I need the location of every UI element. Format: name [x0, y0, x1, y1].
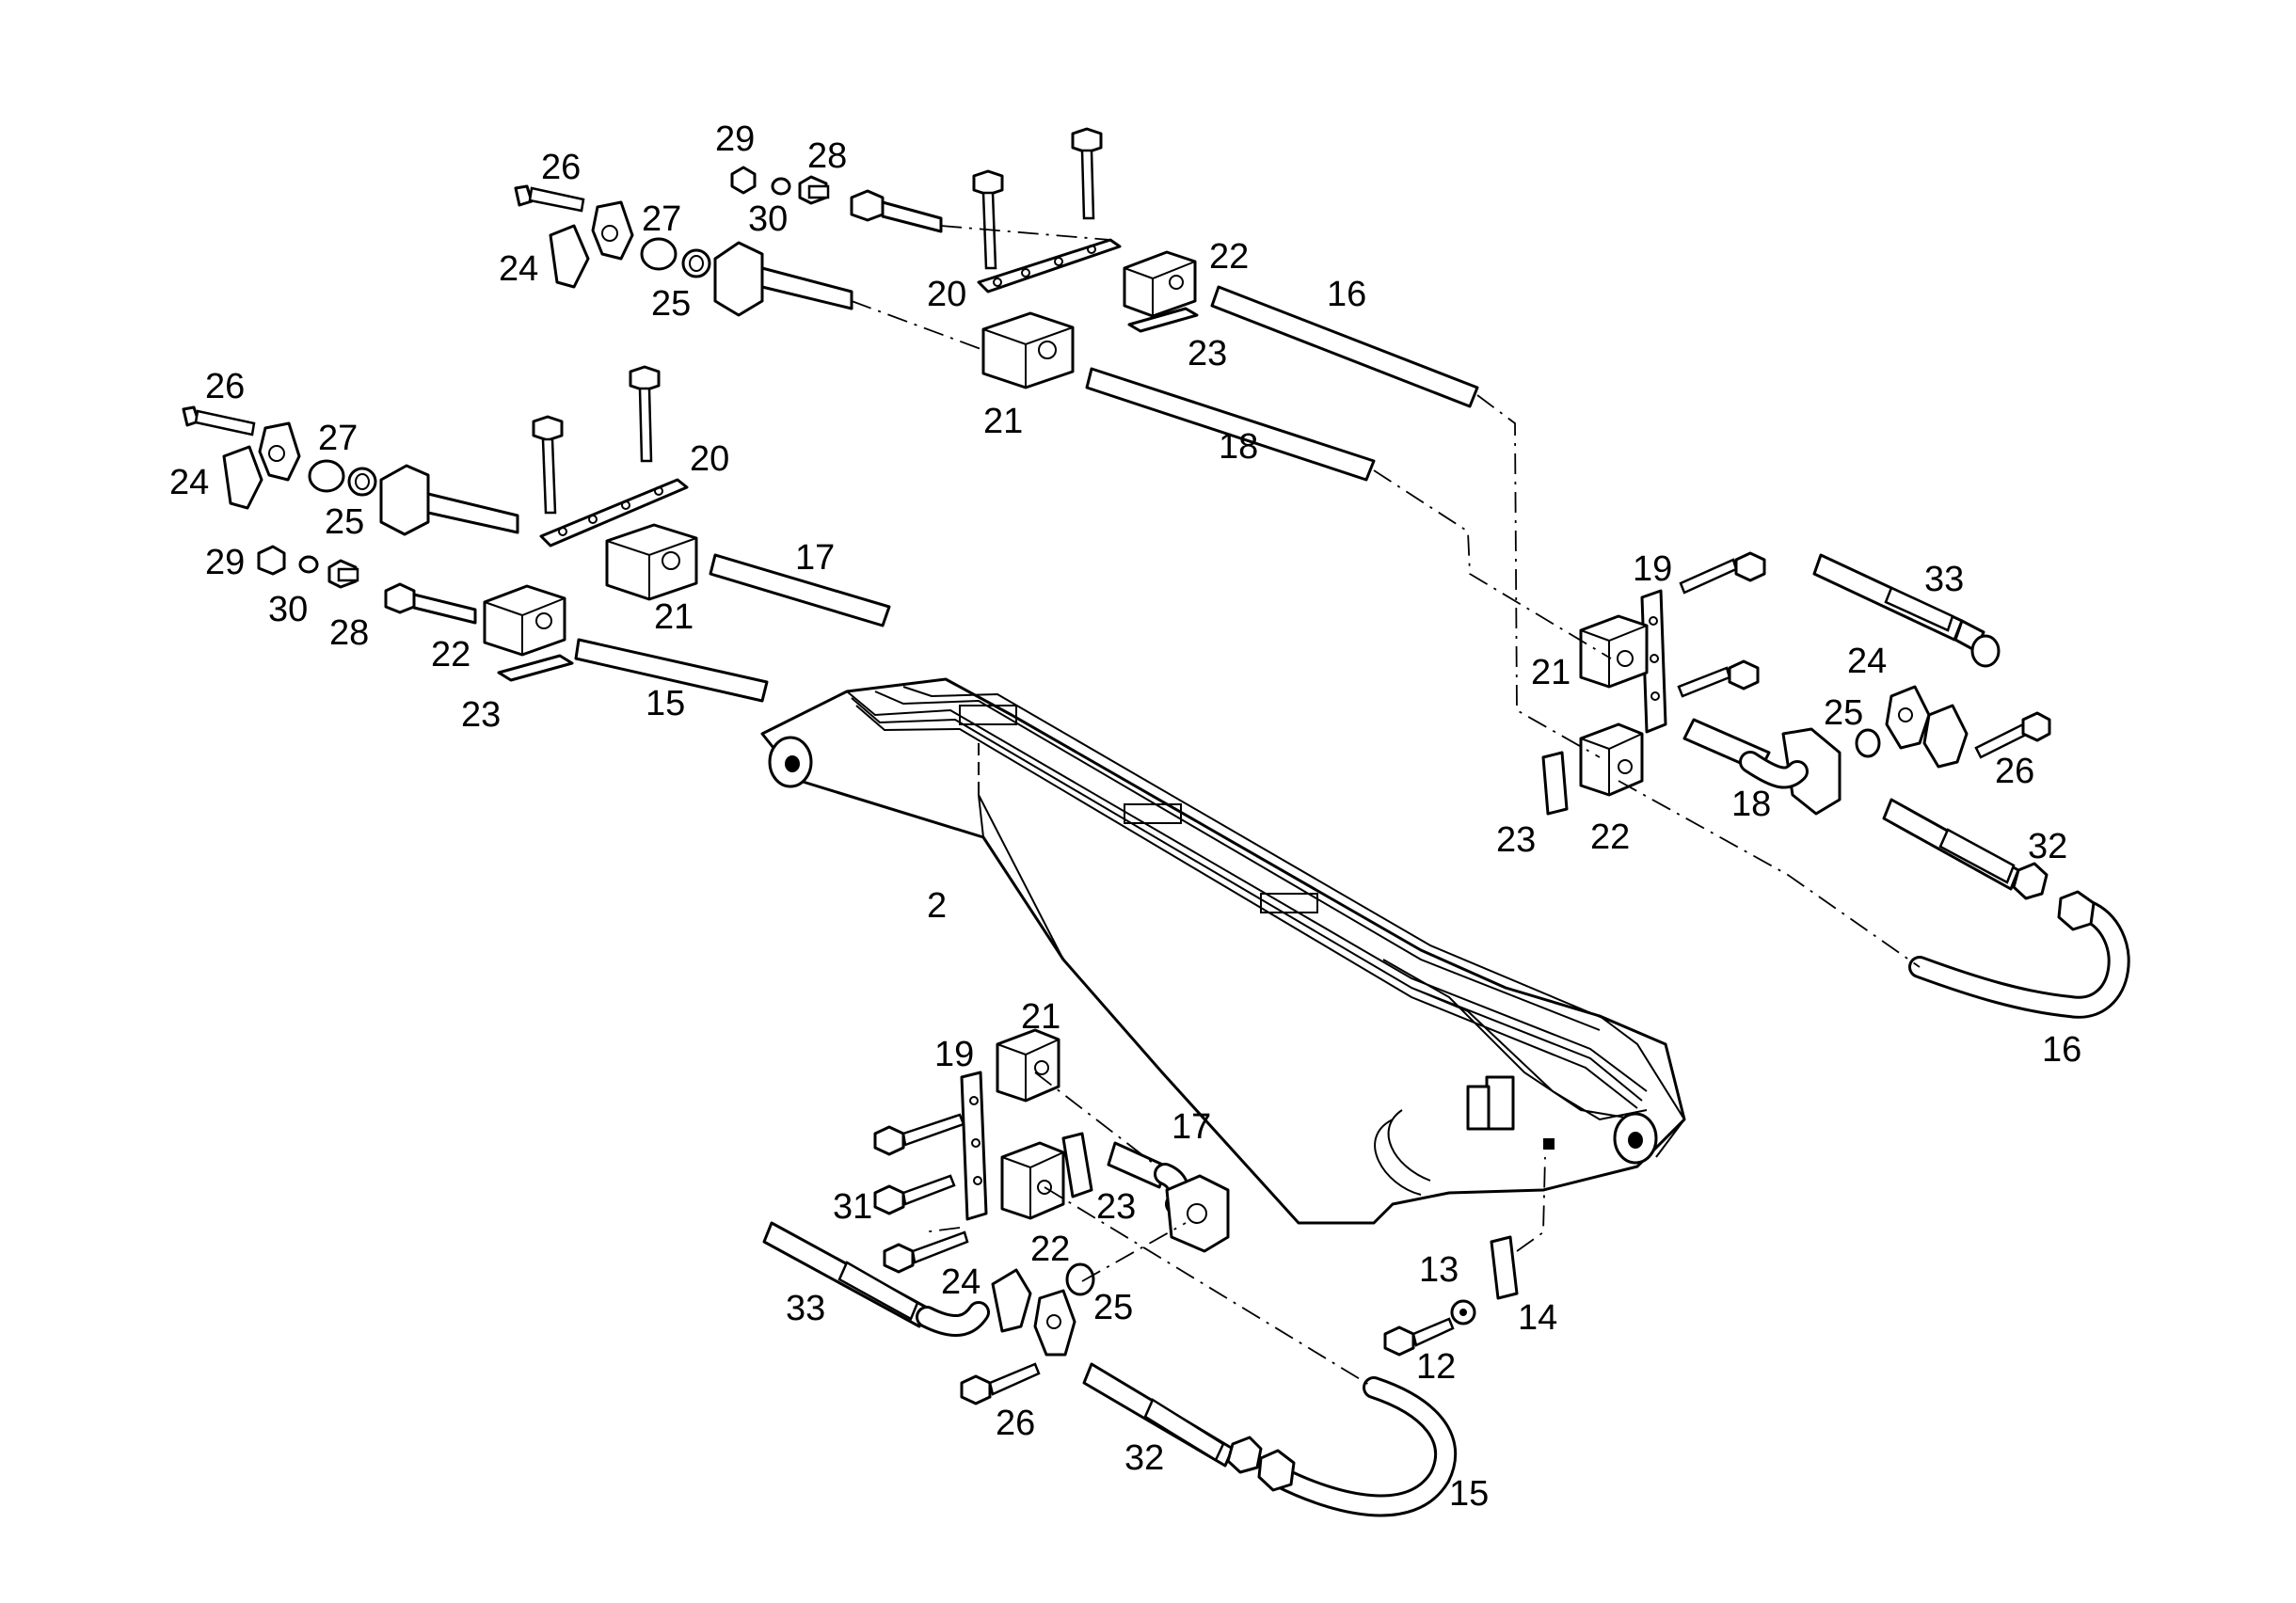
callout-21: 21 — [1021, 997, 1060, 1037]
upper-clamp-set — [514, 127, 1199, 389]
callout-13: 13 — [1419, 1250, 1459, 1290]
callout-16: 16 — [2042, 1030, 2081, 1070]
callout-29: 29 — [205, 543, 245, 582]
callout-31: 31 — [833, 1187, 872, 1227]
callout-27: 27 — [642, 199, 681, 239]
callout-17: 17 — [1172, 1107, 1211, 1147]
callout-15: 15 — [646, 684, 685, 723]
lower-clamp-set — [873, 1028, 1230, 1405]
callout-21: 21 — [654, 597, 694, 637]
leader-lines — [851, 225, 1921, 1389]
callout-2: 2 — [927, 886, 947, 926]
callout-20: 20 — [927, 275, 966, 314]
callout-24: 24 — [1847, 642, 1887, 681]
callout-27: 27 — [318, 419, 358, 458]
callout-12: 12 — [1416, 1347, 1456, 1387]
callout-30: 30 — [748, 199, 788, 239]
callout-15: 15 — [1449, 1474, 1489, 1514]
callout-18: 18 — [1219, 427, 1258, 467]
callout-29: 29 — [715, 119, 755, 159]
callout-28: 28 — [329, 613, 369, 653]
boom-arm — [760, 677, 1686, 1225]
callout-19: 19 — [934, 1035, 974, 1074]
callout-22: 22 — [431, 635, 470, 675]
callout-21: 21 — [1531, 653, 1571, 692]
callout-17: 17 — [795, 538, 835, 578]
callout-24: 24 — [169, 463, 209, 502]
callout-25: 25 — [1824, 693, 1863, 733]
middle-clamp-set — [182, 365, 698, 682]
callout-23: 23 — [1496, 820, 1536, 860]
callout-14: 14 — [1518, 1298, 1557, 1338]
callout-22: 22 — [1590, 817, 1630, 857]
callout-23: 23 — [1096, 1187, 1136, 1227]
bracket-hardware — [1383, 1235, 1519, 1357]
callout-26: 26 — [1995, 752, 2034, 791]
right-clamp-set — [1541, 551, 2051, 816]
callout-26: 26 — [205, 367, 245, 406]
callout-32: 32 — [2028, 827, 2067, 866]
callout-22: 22 — [1030, 1230, 1070, 1269]
callout-labels: 26 29 28 27 30 24 25 20 22 16 23 21 18 2… — [169, 119, 2081, 1514]
callout-33: 33 — [1924, 560, 1964, 599]
hoses — [574, 285, 2130, 1517]
callout-23: 23 — [461, 695, 501, 735]
callout-26: 26 — [996, 1404, 1035, 1443]
callout-22: 22 — [1209, 237, 1249, 277]
callout-25: 25 — [1093, 1288, 1133, 1327]
callout-24: 24 — [499, 249, 538, 289]
callout-25: 25 — [325, 502, 364, 542]
callout-32: 32 — [1124, 1438, 1164, 1478]
callout-24: 24 — [941, 1262, 981, 1302]
callout-33: 33 — [786, 1289, 825, 1328]
callout-18: 18 — [1731, 785, 1771, 824]
callout-16: 16 — [1327, 275, 1366, 314]
callout-28: 28 — [807, 136, 847, 176]
callout-19: 19 — [1633, 549, 1672, 589]
callout-26: 26 — [541, 148, 581, 187]
callout-23: 23 — [1188, 334, 1227, 373]
callout-30: 30 — [268, 590, 308, 629]
callout-25: 25 — [651, 284, 691, 324]
callout-20: 20 — [690, 439, 729, 479]
callout-21: 21 — [983, 402, 1023, 441]
